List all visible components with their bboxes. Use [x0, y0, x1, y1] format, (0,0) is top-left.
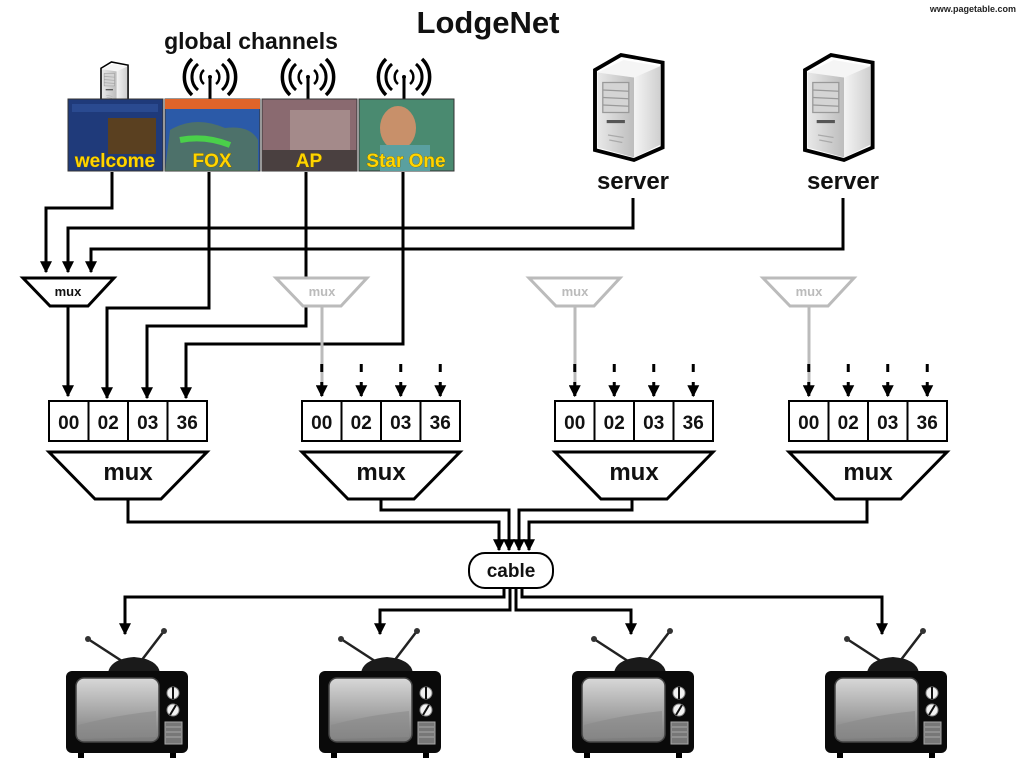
group-mux — [45, 450, 211, 501]
server-icon — [803, 53, 875, 162]
channel-slot — [906, 400, 948, 442]
channel-slot-label: 36 — [917, 413, 938, 434]
channel-label: AP — [296, 151, 323, 172]
channel-slot — [127, 400, 169, 442]
channel-slot-label: 36 — [683, 413, 704, 434]
antenna-icon — [280, 57, 336, 101]
channel-slot — [827, 400, 869, 442]
channel-label: FOX — [192, 151, 231, 172]
channel-screen-fox: FOX — [164, 98, 261, 172]
channel-slot — [340, 400, 382, 442]
input-wires — [40, 172, 845, 400]
cable-node: cable — [468, 552, 554, 589]
tv-icon — [570, 626, 696, 760]
channel-slot — [633, 400, 675, 442]
channel-slot — [554, 400, 596, 442]
local-mux-3: mux — [525, 276, 624, 396]
channel-slot-label: 36 — [177, 413, 198, 434]
channel-slot-label: 00 — [564, 413, 585, 434]
channel-group-1: 00 02 03 36 mux — [45, 400, 211, 501]
mux-label: mux — [796, 284, 824, 299]
tv-icon — [317, 626, 443, 760]
server-label: server — [597, 168, 669, 195]
channel-slot-label: 03 — [390, 413, 411, 434]
group-mux — [298, 450, 464, 501]
channel-slot-label: 02 — [838, 413, 859, 434]
channel-slot — [380, 400, 422, 442]
group-mux-label: mux — [609, 459, 659, 486]
channel-group-2: 00 02 03 36 mux — [298, 364, 464, 501]
output-wires — [126, 500, 869, 552]
local-mux-1: mux — [19, 276, 118, 308]
channel-slot-label: 03 — [137, 413, 158, 434]
local-mux-2: mux — [272, 276, 371, 396]
tv-icon — [64, 626, 190, 760]
channel-slot-label: 02 — [98, 413, 119, 434]
mux-label: mux — [309, 284, 337, 299]
credit-text: www.pagetable.com — [929, 4, 1016, 14]
channel-screen-star-one: Star One — [358, 98, 455, 172]
channel-group-3: 00 02 03 36 mux — [551, 364, 717, 501]
group-mux — [551, 450, 717, 501]
antenna-icon — [182, 57, 238, 101]
tv-wires — [119, 589, 888, 636]
group-mux-label: mux — [103, 459, 153, 486]
server-label: server — [807, 168, 879, 195]
channel-slot-label: 00 — [311, 413, 332, 434]
page-title: LodgeNet — [417, 5, 560, 40]
channel-screen-welcome: welcome — [67, 98, 164, 172]
group-mux — [785, 450, 951, 501]
channel-slot-label: 00 — [798, 413, 819, 434]
group-mux-label: mux — [843, 459, 893, 486]
channel-slot-label: 02 — [351, 413, 372, 434]
channel-label: Star One — [366, 151, 445, 172]
channel-label: welcome — [74, 151, 155, 172]
channel-slot-label: 00 — [58, 413, 79, 434]
channel-slot-label: 36 — [430, 413, 451, 434]
channel-group-4: 00 02 03 36 mux — [785, 364, 951, 501]
global-channels-label: global channels — [164, 28, 338, 54]
mux-label: mux — [562, 284, 590, 299]
channel-slot-label: 03 — [877, 413, 898, 434]
channel-slot-label: 03 — [643, 413, 664, 434]
group-mux-label: mux — [356, 459, 406, 486]
antenna-icon — [376, 57, 432, 101]
channel-slot-label: 02 — [604, 413, 625, 434]
channel-slot — [166, 400, 208, 442]
channel-slot — [672, 400, 714, 442]
channel-screen-ap: AP — [261, 98, 358, 172]
server-icon — [593, 53, 665, 162]
local-mux-4: mux — [759, 276, 858, 396]
channel-slot — [867, 400, 909, 442]
channel-slot — [419, 400, 461, 442]
channel-slot — [593, 400, 635, 442]
mux-label: mux — [55, 284, 83, 299]
cable-label: cable — [487, 561, 536, 582]
tv-icon — [823, 626, 949, 760]
